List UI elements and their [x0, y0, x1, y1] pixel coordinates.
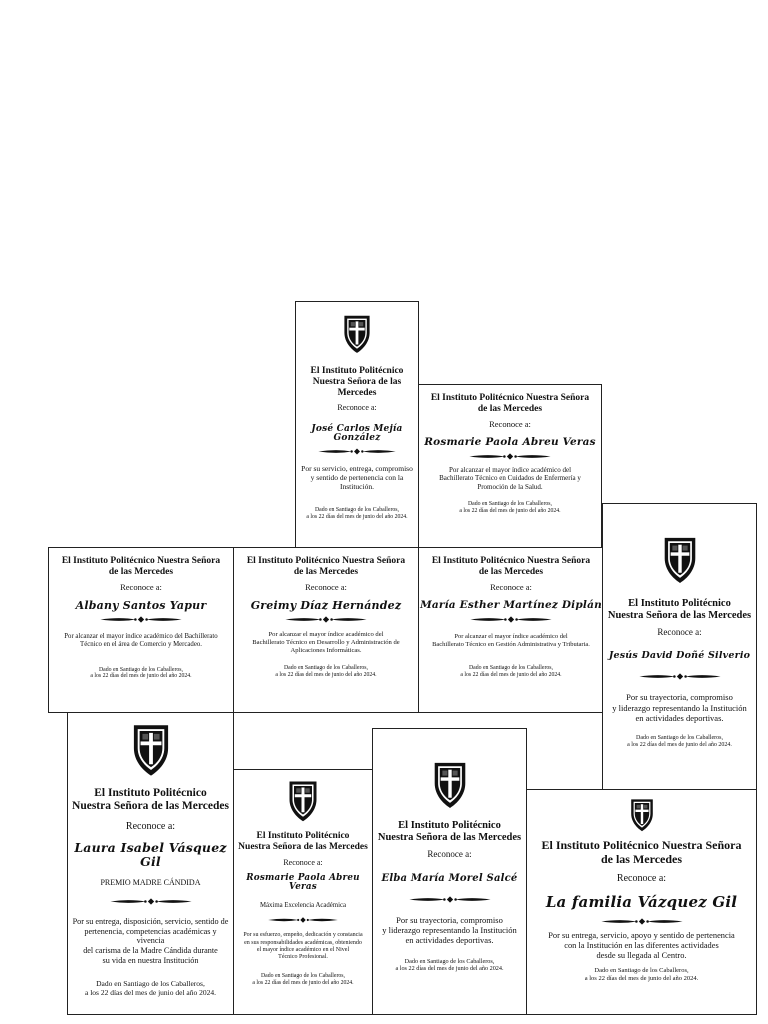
recognizes-label: Reconoce a: — [489, 418, 531, 429]
institution-shield-icon — [132, 718, 170, 782]
recognition-description: Por alcanzar el mayor índice académico d… — [439, 465, 581, 491]
recipient-name: La familia Vázquez Gil — [545, 892, 738, 911]
issued-date: Dado en Santiago de los Caballeros,a los… — [252, 973, 354, 986]
recipient-name: Rosmarie Paola Abreu Veras — [246, 872, 360, 893]
ornament-divider-icon — [101, 898, 201, 905]
recipient-name: Elba María Morel Salcé — [381, 873, 518, 885]
recipient-name: María Esther Martínez Diplán — [420, 599, 602, 612]
institution-shield-icon — [343, 308, 371, 360]
recipient-name: Greimy Díaz Hernández — [250, 599, 402, 613]
recognizes-label: Reconoce a: — [490, 581, 532, 592]
institution-shield-icon — [630, 795, 654, 835]
recognition-description: Por alcanzar el mayor índice académico d… — [432, 632, 590, 648]
recipient-name: Rosmarie Paola Abreu Veras — [424, 436, 596, 449]
issued-date: Dado en Santiago de los Caballeros,a los… — [90, 666, 192, 680]
issued-date: Dado en Santiago de los Caballeros,a los… — [460, 665, 562, 678]
recognition-description: Por su esfuerzo, empeño, dedicación y co… — [243, 932, 363, 961]
award-title: PREMIO MADRE CÁNDIDA — [100, 877, 201, 887]
issued-date: Dado en Santiago de los Caballeros,a los… — [395, 957, 504, 972]
ornament-divider-icon — [635, 673, 725, 680]
ornament-divider-icon — [96, 616, 186, 623]
institution-shield-icon — [433, 755, 467, 815]
ornament-divider-icon — [405, 896, 495, 903]
ornament-divider-icon — [317, 448, 397, 455]
recognition-description: Por su entrega, disposición, servicio, s… — [72, 916, 229, 966]
recognizes-label: Reconoce a: — [305, 581, 347, 592]
recipient-name: Albany Santos Yapur — [75, 599, 207, 613]
recognizes-label: Reconoce a: — [616, 872, 667, 884]
recognition-description: Por alcanzar el mayor índice académico d… — [64, 633, 218, 649]
issued-date: Dado en Santiago de los Caballeros,a los… — [584, 967, 699, 982]
issued-date: Dado en Santiago de los Caballeros,a los… — [306, 507, 408, 520]
issued-date: Dado en Santiago de los Caballeros,a los… — [459, 500, 561, 514]
ornament-divider-icon — [281, 616, 371, 623]
recognizes-label: Reconoce a: — [337, 402, 377, 412]
recognizes-label: Reconoce a: — [427, 849, 472, 860]
recognition-description: Por su entrega, servicio, apoyo y sentid… — [548, 931, 735, 961]
ornament-divider-icon — [465, 453, 555, 460]
ornament-divider-icon — [263, 917, 343, 923]
recognizes-label: Reconoce a: — [120, 581, 162, 592]
ornament-divider-icon — [597, 918, 687, 925]
recipient-name: Laura Isabel Vásquez Gil — [74, 840, 227, 870]
institution-shield-icon — [288, 775, 318, 827]
issued-date: Dado en Santiago de los Caballeros,a los… — [84, 978, 217, 997]
recipient-name: José Carlos Mejía González — [311, 423, 403, 444]
award-title: Máxima Excelencia Académica — [259, 901, 347, 909]
recognizes-label: Reconoce a: — [283, 857, 323, 867]
recognizes-label: Reconoce a: — [125, 821, 176, 833]
recipient-name: Jesús David Doñé Silverio — [608, 650, 751, 662]
ornament-divider-icon — [466, 616, 556, 623]
issued-date: Dado en Santiago de los Caballeros,a los… — [627, 735, 732, 748]
institution-shield-icon — [663, 530, 697, 590]
recognizes-label: Reconoce a: — [657, 627, 702, 638]
recognition-description: Por alcanzar el mayor índice académico d… — [252, 631, 400, 655]
issued-date: Dado en Santiago de los Caballeros,a los… — [275, 665, 377, 678]
